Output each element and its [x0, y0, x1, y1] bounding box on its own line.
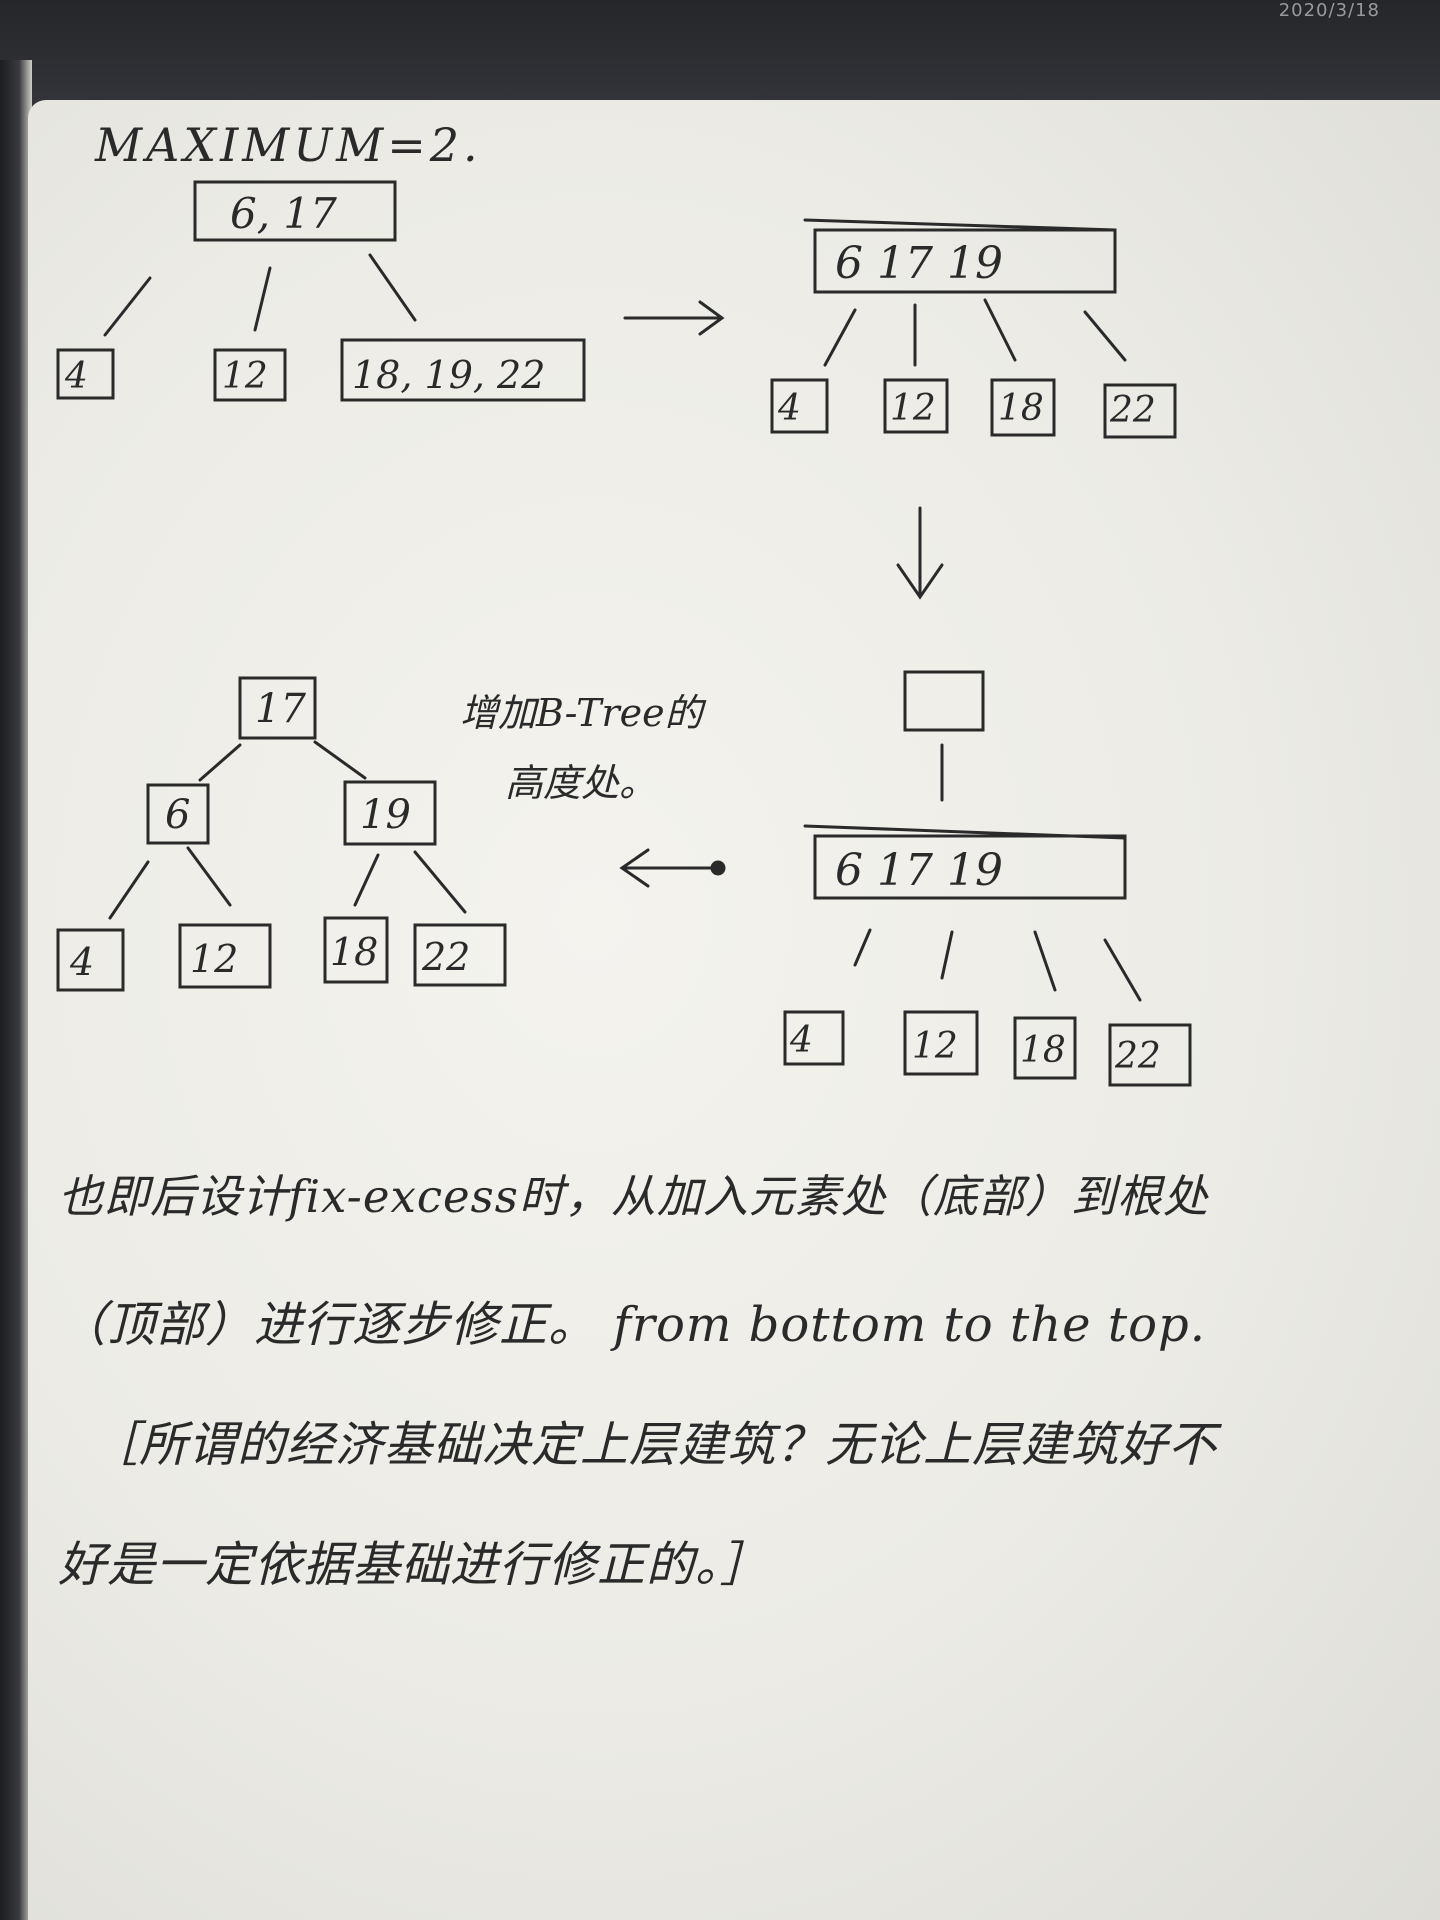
tree-overflow: 6 17 19 4 12 18 22: [770, 218, 1177, 439]
tree2-edge: [823, 308, 857, 367]
tree3-leaf-box: [1013, 1016, 1077, 1080]
tree3-middle-label: 6 17 19: [835, 845, 1003, 896]
tree2-leaf-box: [1103, 383, 1177, 439]
tree-initial: 6, 17 4 12 18, 19, 22: [56, 180, 586, 402]
text-line-4: 好是一定依据基础进行修正的。］: [58, 1537, 770, 1593]
tree1-edge: [368, 253, 417, 322]
tree3-leaf-label: 4: [789, 1020, 813, 1061]
tree3-leaf-box: [1108, 1023, 1192, 1087]
photo-date-stamp: 2020/3/18: [1278, 0, 1380, 21]
side-note-line-2: 高度处。: [505, 761, 658, 805]
background-top: 2020/3/18: [0, 0, 1440, 110]
tree2-root-box: [813, 228, 1117, 294]
tree4-left-box: [146, 783, 210, 845]
tree4-edge: [198, 743, 242, 782]
tree3-leaf-label: 22: [1114, 1036, 1161, 1077]
arrow-down: [896, 506, 944, 600]
tree2-leaf-label: 18: [998, 388, 1044, 429]
tree2-root-label: 6 17 19: [835, 238, 1003, 289]
tree3-edge: [1103, 938, 1142, 1002]
tree1-leaf-label: 12: [222, 356, 268, 397]
tree1-edge: [103, 276, 152, 337]
tree1-leaf-box: [340, 338, 586, 402]
tree3-leaf-label: 18: [1020, 1030, 1066, 1071]
tree1-leaf-label: 18, 19, 22: [352, 353, 545, 397]
tree3-empty-root-box: [903, 670, 985, 732]
tree4-edge: [186, 846, 232, 907]
tree1-edge: [253, 266, 272, 332]
text-line-1: 也即后设计fix-excess时，从加入元素处（底部）到根处: [58, 1170, 1209, 1223]
tree-new-root: 6 17 19 4 12 18 22: [783, 670, 1192, 1087]
arrow-left: [619, 848, 726, 888]
tree1-leaf-label: 4: [64, 356, 88, 397]
tree4-left-label: 6: [165, 792, 190, 838]
notebook-page: [28, 100, 1440, 1920]
tree4-root-label: 17: [255, 686, 306, 732]
tree1-leaf-box: [56, 348, 115, 400]
tree2-root-top: [803, 218, 1117, 232]
text-line-2: （顶部）进行逐步修正。 from bottom to the top.: [58, 1297, 1207, 1353]
tree3-leaf-box: [783, 1010, 845, 1066]
tree4-leaf-box: [178, 923, 272, 989]
tree3-edge: [1033, 930, 1057, 992]
tree4-edge: [413, 850, 467, 914]
tree2-leaf-box: [990, 378, 1056, 437]
tree3-leaf-box: [903, 1010, 979, 1076]
tree4-leaf-box: [56, 928, 125, 992]
tree2-edge: [1083, 310, 1127, 362]
tree2-leaf-label: 4: [777, 388, 801, 429]
tree4-leaf-box: [413, 923, 507, 987]
tree2-leaf-label: 22: [1109, 390, 1156, 431]
tree2-edge: [983, 298, 1017, 362]
tree1-root-label: 6, 17: [230, 189, 337, 238]
tree4-right-label: 19: [360, 792, 411, 838]
tree4-leaf-label: 4: [69, 940, 94, 984]
tree4-edge: [313, 740, 367, 780]
tree1-leaf-box: [213, 348, 287, 402]
tree1-root-box: [193, 180, 397, 242]
tree2-leaf-box: [770, 378, 829, 434]
tree4-leaf-label: 22: [421, 935, 470, 979]
heading-maximum: MAXIMUM=2.: [95, 118, 482, 172]
text-line-3: ［所谓的经济基础决定上层建筑？无论上层建筑好不: [90, 1417, 1218, 1473]
tree4-right-box: [343, 780, 437, 846]
side-note-line-1: 增加B-Tree的: [460, 691, 703, 735]
tree4-edge: [108, 860, 150, 920]
notebook-spine: [0, 60, 32, 1920]
tree3-edge: [940, 930, 954, 980]
tree3-middle-box: [813, 834, 1127, 900]
tree3-leaf-label: 12: [912, 1026, 958, 1067]
tree4-leaf-box: [323, 916, 389, 984]
tree2-leaf-box: [883, 378, 949, 434]
arrow-right: [623, 300, 725, 336]
tree4-root-box: [238, 676, 317, 740]
tree4-leaf-label: 18: [330, 930, 378, 974]
tree2-leaf-label: 12: [890, 388, 936, 429]
tree3-edge: [853, 928, 872, 967]
tree-final: 17 6 19 4 12 18 22: [56, 676, 507, 992]
tree4-leaf-label: 12: [190, 937, 238, 981]
tree4-edge: [353, 853, 380, 907]
